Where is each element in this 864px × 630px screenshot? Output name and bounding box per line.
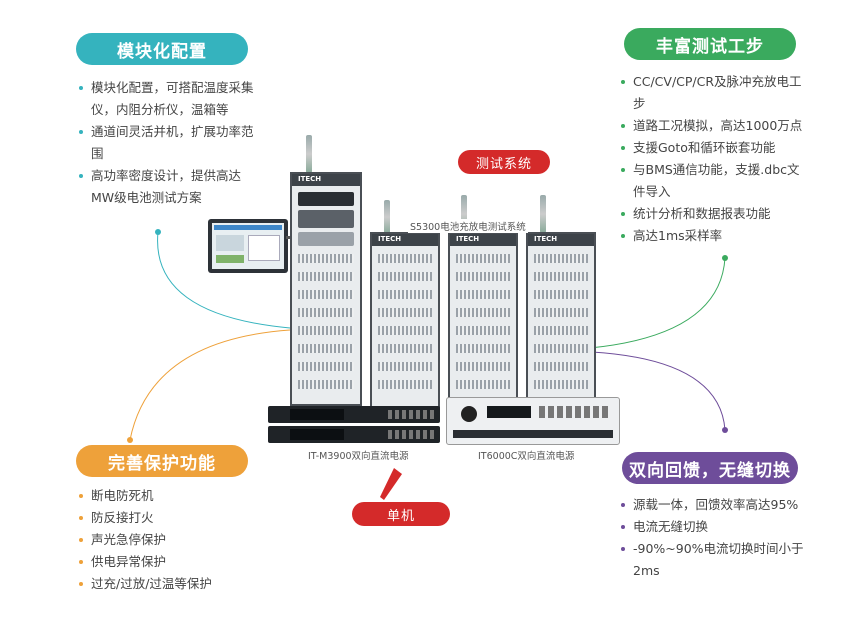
monitor <box>208 219 288 273</box>
modular-title: 模块化配置 <box>76 33 248 65</box>
bidir-list: 源载一体，回馈效率高达95% 电流无缝切换 -90%~90%电流切换时间小于2m… <box>620 494 805 582</box>
list-item: 过充/过放/过温等保护 <box>78 573 268 595</box>
system-caption: S5300电池充放电测试系统 <box>408 219 528 233</box>
list-item: 防反接打火 <box>78 507 268 529</box>
rack-4: ITECH <box>526 232 596 408</box>
list-item: 通道间灵活并机，扩展功率范围 <box>78 121 260 165</box>
list-item: 支援Goto和循环嵌套功能 <box>620 137 810 159</box>
modular-list: 模块化配置，可搭配温度采集仪，内阻分析仪，温箱等 通道间灵活并机，扩展功率范围 … <box>78 77 260 209</box>
list-item: 源载一体，回馈效率高达95% <box>620 494 805 516</box>
list-item: 供电异常保护 <box>78 551 268 573</box>
signal-lamp-icon <box>384 200 390 234</box>
list-item: 声光急停保护 <box>78 529 268 551</box>
list-item: 模块化配置，可搭配温度采集仪，内阻分析仪，温箱等 <box>78 77 260 121</box>
list-item: 统计分析和数据报表功能 <box>620 203 810 225</box>
list-item: CC/CV/CP/CR及脉冲充放电工步 <box>620 71 810 115</box>
rack-2: ITECH <box>370 232 440 408</box>
signal-lamp-icon <box>306 135 312 173</box>
rack-3: ITECH <box>448 232 518 408</box>
it6000-unit <box>446 397 620 445</box>
protect-list: 断电防死机 防反接打火 声光急停保护 供电异常保护 过充/过放/过温等保护 <box>78 485 268 595</box>
signal-lamp-icon <box>461 195 467 233</box>
list-item: 高达1ms采样率 <box>620 225 810 247</box>
bidir-title: 双向回馈，无缝切换 <box>622 452 798 484</box>
rich-title: 丰富测试工步 <box>624 28 796 60</box>
signal-lamp-icon <box>540 195 546 233</box>
single-tag: 单机 <box>352 502 450 526</box>
main-rack: ITECH <box>290 172 362 406</box>
list-item: 电流无缝切换 <box>620 516 805 538</box>
list-item: 与BMS通信功能，支援.dbc文件导入 <box>620 159 810 203</box>
m3900-unit <box>268 406 440 444</box>
m3900-caption: IT-M3900双向直流电源 <box>308 451 409 462</box>
it6000-caption: IT6000C双向直流电源 <box>478 451 575 462</box>
list-item: 断电防死机 <box>78 485 268 507</box>
list-item: -90%~90%电流切换时间小于2ms <box>620 538 805 582</box>
list-item: 道路工况模拟，高达1000万点 <box>620 115 810 137</box>
system-tag: 测试系统 <box>458 150 550 174</box>
single-tag-arrow <box>380 468 402 500</box>
protect-title: 完善保护功能 <box>76 445 248 477</box>
rich-list: CC/CV/CP/CR及脉冲充放电工步 道路工况模拟，高达1000万点 支援Go… <box>620 71 810 247</box>
list-item: 高功率密度设计，提供高达MW级电池测试方案 <box>78 165 260 209</box>
